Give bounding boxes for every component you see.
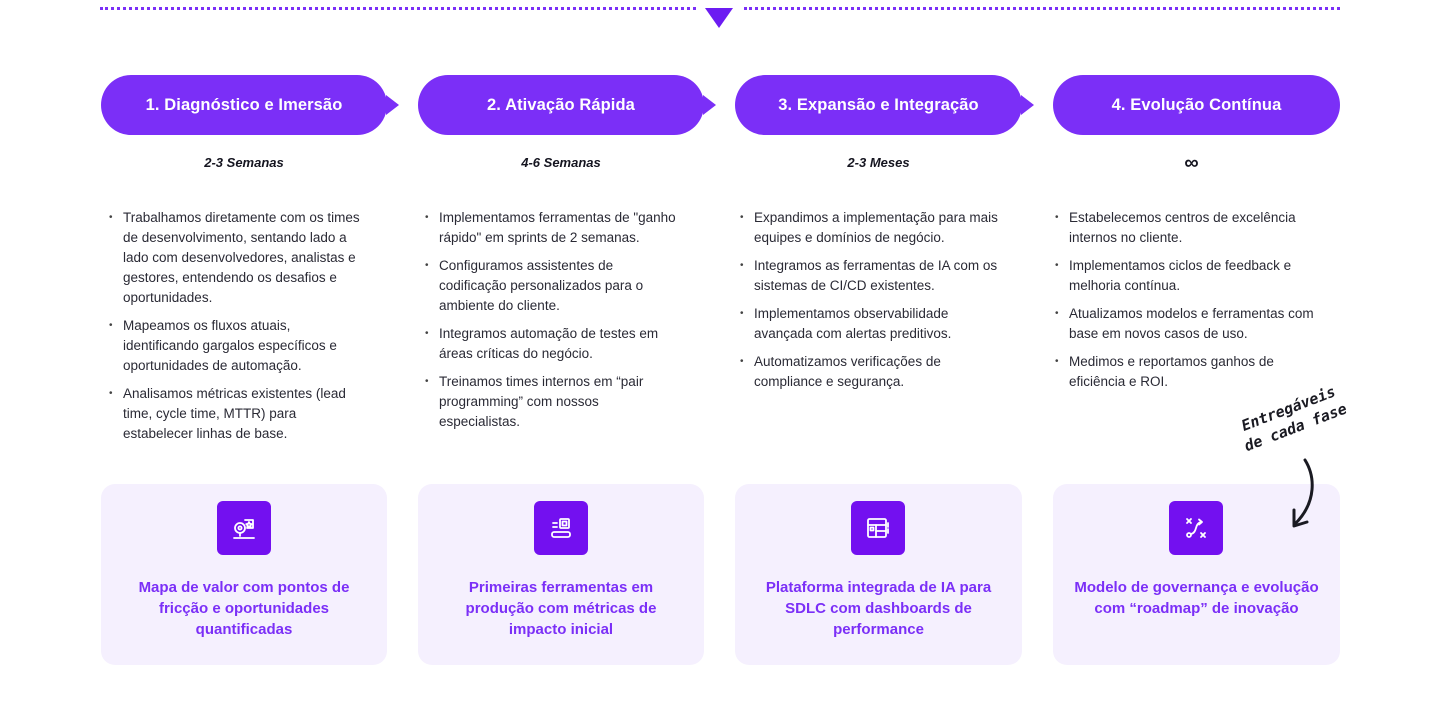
phase-4-deliverable-card: Modelo de governança e evolução com “roa…: [1053, 484, 1340, 665]
curved-arrow-icon: [1292, 458, 1314, 528]
chevron-right-icon: [703, 95, 716, 115]
phase-4-activities: Estabelecemos centros de excelência inte…: [1055, 208, 1327, 400]
dashboard-icon: [851, 501, 905, 555]
phase-2-activities: Implementamos ferramentas de "ganho rápi…: [425, 208, 683, 440]
phase-1-duration: 2-3 Semanas: [204, 155, 284, 170]
list-item: Integramos automação de testes em áreas …: [425, 324, 683, 364]
phase-2-deliverable-card: Primeiras ferramentas em produção com mé…: [418, 484, 704, 665]
phase-3-title: 3. Expansão e Integração: [735, 75, 1022, 135]
list-item: Treinamos times internos em “pair progra…: [425, 372, 683, 432]
list-item: Medimos e reportamos ganhos de eficiênci…: [1055, 352, 1327, 392]
phase-2-title: 2. Ativação Rápida: [418, 75, 704, 135]
phase-3-deliverable-text: Plataforma integrada de IA para SDLC com…: [765, 579, 992, 638]
route-icon: [1169, 501, 1223, 555]
list-item: Mapeamos os fluxos atuais, identificando…: [109, 316, 367, 376]
list-item: Atualizamos modelos e ferramentas com ba…: [1055, 304, 1327, 344]
top-dotted-line-right: [744, 7, 1340, 10]
phase-4-duration: ∞: [1184, 152, 1199, 174]
map-pin-star-icon: [217, 501, 271, 555]
list-item: Implementamos ferramentas de "ganho rápi…: [425, 208, 683, 248]
phase-4-title: 4. Evolução Contínua: [1053, 75, 1340, 135]
phase-2-deliverable-text: Primeiras ferramentas em produção com mé…: [465, 579, 657, 638]
list-item: Estabelecemos centros de excelência inte…: [1055, 208, 1327, 248]
top-dotted-line-left: [100, 7, 696, 10]
phase-1-title: 1. Diagnóstico e Imersão: [101, 75, 387, 135]
phase-3-activities: Expandimos a implementação para mais equ…: [740, 208, 1002, 400]
list-item: Analisamos métricas existentes (lead tim…: [109, 384, 367, 444]
phase-3-duration: 2-3 Meses: [847, 155, 910, 170]
phase-2-duration: 4-6 Semanas: [521, 155, 601, 170]
phase-4-deliverable-text: Modelo de governança e evolução com “roa…: [1074, 579, 1319, 617]
list-item: Expandimos a implementação para mais equ…: [740, 208, 1002, 248]
list-item: Implementamos ciclos de feedback e melho…: [1055, 256, 1327, 296]
list-item: Trabalhamos diretamente com os times de …: [109, 208, 367, 308]
list-item: Integramos as ferramentas de IA com os s…: [740, 256, 1002, 296]
list-item: Configuramos assistentes de codificação …: [425, 256, 683, 316]
list-item: Implementamos observabilidade avançada c…: [740, 304, 1002, 344]
down-arrow-icon: [705, 8, 733, 28]
phase-1-deliverable-card: Mapa de valor com pontos de fricção e op…: [101, 484, 387, 665]
list-item: Automatizamos verificações de compliance…: [740, 352, 1002, 392]
phase-3-deliverable-card: Plataforma integrada de IA para SDLC com…: [735, 484, 1022, 665]
phase-1-deliverable-text: Mapa de valor com pontos de fricção e op…: [138, 579, 350, 638]
chevron-right-icon: [1021, 95, 1034, 115]
tools-icon: [534, 501, 588, 555]
chevron-right-icon: [386, 95, 399, 115]
phase-1-activities: Trabalhamos diretamente com os times de …: [109, 208, 367, 452]
